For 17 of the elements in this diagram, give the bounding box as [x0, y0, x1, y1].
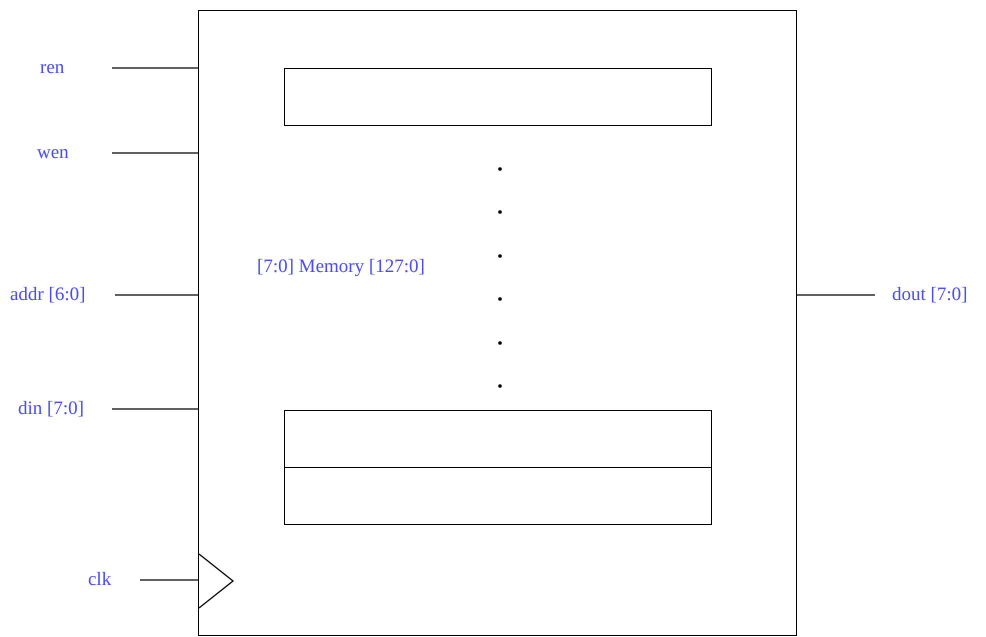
signal-line — [797, 294, 875, 296]
signal-label: addr [6:0] — [10, 284, 86, 306]
signal-label: din [7:0] — [18, 398, 84, 420]
memory-row-box — [284, 467, 712, 525]
signal-label: dout [7:0] — [892, 284, 968, 306]
signal-label: wen — [37, 142, 69, 164]
memory-block — [198, 10, 797, 636]
signal-label: ren — [40, 57, 64, 79]
signal-line — [112, 152, 198, 154]
signal-line — [115, 294, 198, 296]
memory-row-box — [284, 410, 712, 468]
signal-line — [112, 67, 198, 69]
signal-line — [140, 579, 198, 581]
signal-line — [112, 408, 198, 410]
memory-label: [7:0] Memory [127:0] — [257, 256, 425, 278]
memory-row-box — [284, 68, 712, 126]
signal-label: clk — [88, 569, 112, 591]
